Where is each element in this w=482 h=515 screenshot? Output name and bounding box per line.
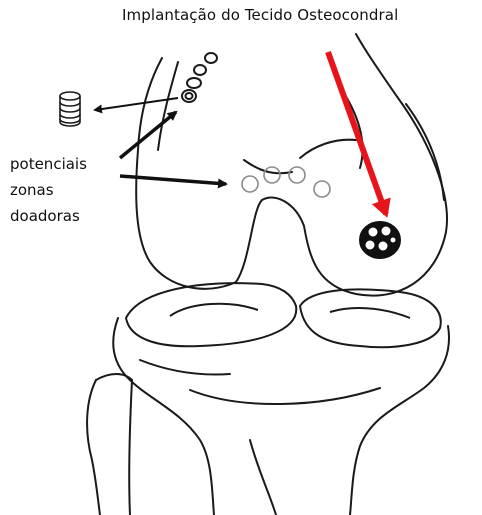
diagram-title: Implantação do Tecido Osteocondral <box>122 6 398 24</box>
implant-site-arrow <box>328 52 386 214</box>
pointer-arrows <box>95 98 226 184</box>
implanted-mosaic-plugs <box>360 222 400 258</box>
arrow-to-upper-holes <box>120 112 176 158</box>
femur <box>136 34 447 296</box>
donor-label-line-3: doadoras <box>10 203 87 229</box>
donor-label-line-2: zonas <box>10 177 87 203</box>
donor-label-line-1: potenciais <box>10 151 87 177</box>
donor-site-holes-upper <box>182 53 217 102</box>
donor-zones-label: potenciais zonas doadoras <box>10 151 87 229</box>
donor-site-holes-lower <box>242 167 330 197</box>
graft-plug-icon <box>60 92 80 126</box>
